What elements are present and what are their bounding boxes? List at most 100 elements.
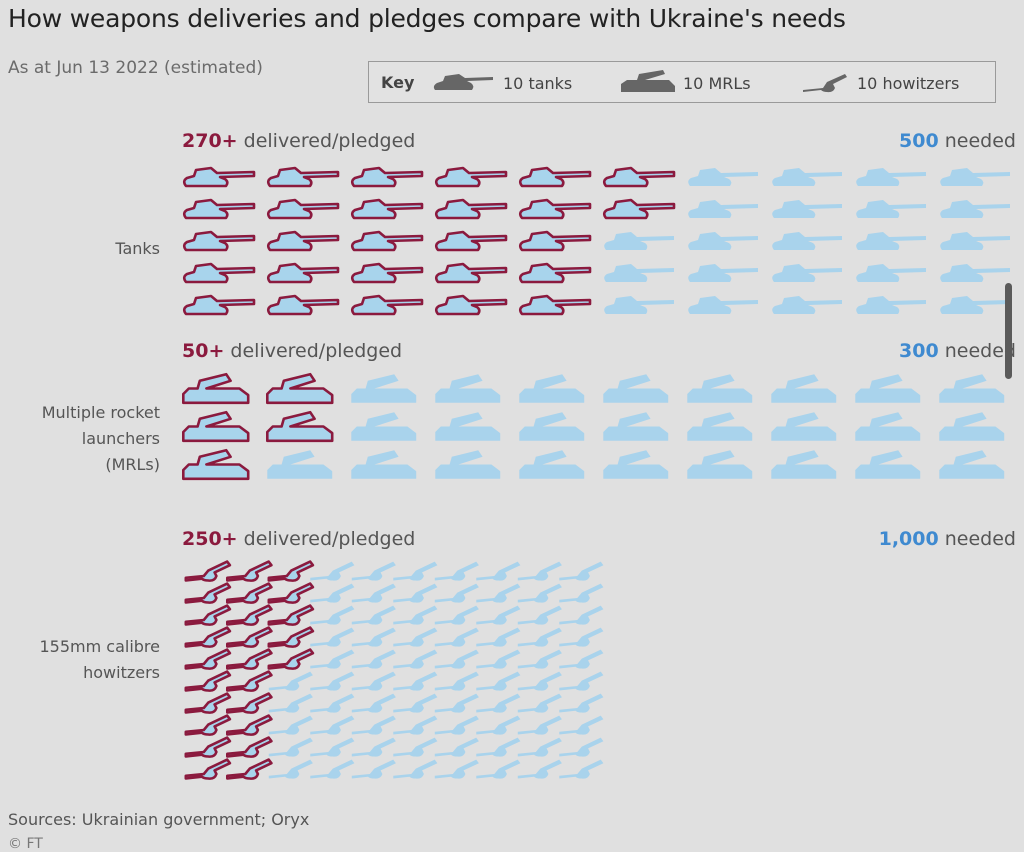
tank-delivered-icon: [434, 166, 508, 188]
howitzer-needed-icon: [351, 693, 396, 713]
mrl-needed-icon: [351, 450, 417, 479]
howitzer-delivered-icon: [184, 626, 232, 648]
howitzer-needed-icon: [476, 715, 521, 735]
howitzers-needed-label: 1,000 needed: [878, 528, 1016, 550]
mrls-needed-label: 300 needed: [899, 340, 1016, 362]
howitzer-needed-icon: [517, 715, 562, 735]
tank-delivered-icon: [266, 262, 340, 284]
source-note: Sources: Ukrainian government; Oryx: [8, 810, 310, 829]
tank-delivered-icon: [266, 230, 340, 252]
tank-delivered-icon: [434, 294, 508, 316]
howitzer-delivered-icon: [225, 626, 273, 648]
mrl-delivered-icon: [266, 372, 334, 405]
howitzer-delivered-icon: [184, 582, 232, 604]
howitzer-needed-icon: [517, 561, 562, 581]
howitzer-needed-icon: [476, 583, 521, 603]
howitzer-needed-icon: [310, 583, 355, 603]
mrl-needed-icon: [687, 450, 753, 479]
credit-note: © FT: [8, 836, 43, 852]
tank-delivered-icon: [518, 198, 592, 220]
tank-needed-icon: [940, 168, 1010, 186]
howitzer-needed-icon: [268, 715, 313, 735]
howitzer-needed-icon: [559, 693, 604, 713]
howitzer-needed-icon: [559, 627, 604, 647]
mrl-delivered-icon: [266, 410, 334, 443]
row-label-tanks: Tanks: [115, 239, 160, 258]
howitzer-needed-icon: [393, 649, 438, 669]
tank-delivered-icon: [434, 198, 508, 220]
howitzer-needed-icon: [310, 759, 355, 779]
howitzer-needed-icon: [517, 583, 562, 603]
tank-needed-icon: [856, 264, 926, 282]
howitzer-needed-icon: [517, 693, 562, 713]
howitzer-needed-icon: [351, 583, 396, 603]
mrl-needed-icon: [267, 450, 333, 479]
howitzer-needed-icon: [351, 715, 396, 735]
howitzer-delivered-icon: [225, 736, 273, 758]
tank-needed-icon: [856, 168, 926, 186]
tank-needed-icon: [688, 296, 758, 314]
tank-icon: [433, 74, 493, 90]
howitzer-needed-icon: [310, 693, 355, 713]
tank-delivered-icon: [518, 166, 592, 188]
mrl-needed-icon: [435, 374, 501, 403]
mrl-needed-icon: [603, 412, 669, 441]
mrl-delivered-icon: [182, 372, 250, 405]
howitzer-delivered-icon: [267, 626, 315, 648]
howitzer-needed-icon: [393, 583, 438, 603]
tank-needed-icon: [688, 200, 758, 218]
key-text-tanks: 10 tanks: [503, 74, 573, 93]
howitzer-delivered-icon: [267, 604, 315, 626]
howitzer-needed-icon: [393, 627, 438, 647]
mrl-needed-icon: [939, 412, 1005, 441]
tank-delivered-icon: [518, 262, 592, 284]
mrl-delivered-icon: [182, 410, 250, 443]
howitzer-delivered-icon: [225, 692, 273, 714]
mrl-needed-icon: [855, 450, 921, 479]
mrl-icon: [621, 70, 675, 92]
howitzer-delivered-icon: [225, 560, 273, 582]
tank-needed-icon: [772, 232, 842, 250]
howitzer-needed-icon: [351, 759, 396, 779]
howitzer-needed-icon: [268, 737, 313, 757]
howitzer-delivered-icon: [267, 560, 315, 582]
howitzer-delivered-icon: [225, 604, 273, 626]
howitzer-needed-icon: [434, 693, 479, 713]
tank-needed-icon: [856, 296, 926, 314]
howitzer-delivered-icon: [267, 648, 315, 670]
tank-needed-icon: [856, 232, 926, 250]
mrl-delivered-icon: [182, 448, 250, 481]
howitzer-needed-icon: [517, 737, 562, 757]
mrls-needed-value: 300: [899, 340, 939, 362]
tank-delivered-icon: [350, 262, 424, 284]
chart-title: How weapons deliveries and pledges compa…: [8, 4, 846, 33]
scrollbar[interactable]: [1005, 283, 1012, 379]
legend-key: Key 10 tanks 10 MRLs 10 howitzers: [368, 61, 996, 103]
howitzer-needed-icon: [351, 561, 396, 581]
howitzer-needed-icon: [559, 715, 604, 735]
howitzer-needed-icon: [476, 671, 521, 691]
tank-delivered-icon: [434, 230, 508, 252]
tank-delivered-icon: [182, 198, 256, 220]
howitzer-delivered-icon: [184, 604, 232, 626]
howitzer-needed-icon: [351, 737, 396, 757]
tank-needed-icon: [604, 232, 674, 250]
howitzer-needed-icon: [310, 715, 355, 735]
howitzer-needed-icon: [351, 671, 396, 691]
mrl-needed-icon: [687, 412, 753, 441]
tank-delivered-icon: [182, 294, 256, 316]
howitzer-needed-icon: [559, 759, 604, 779]
howitzer-delivered-icon: [184, 736, 232, 758]
mrl-needed-icon: [771, 374, 837, 403]
tanks-needed-value: 500: [899, 130, 939, 152]
tank-needed-icon: [772, 264, 842, 282]
howitzer-needed-icon: [517, 605, 562, 625]
howitzer-needed-icon: [559, 605, 604, 625]
howitzer-needed-icon: [351, 649, 396, 669]
howitzer-needed-icon: [393, 605, 438, 625]
howitzer-needed-icon: [559, 561, 604, 581]
howitzer-needed-icon: [434, 583, 479, 603]
mrl-needed-icon: [771, 412, 837, 441]
howitzer-needed-icon: [476, 737, 521, 757]
howitzer-needed-icon: [434, 649, 479, 669]
